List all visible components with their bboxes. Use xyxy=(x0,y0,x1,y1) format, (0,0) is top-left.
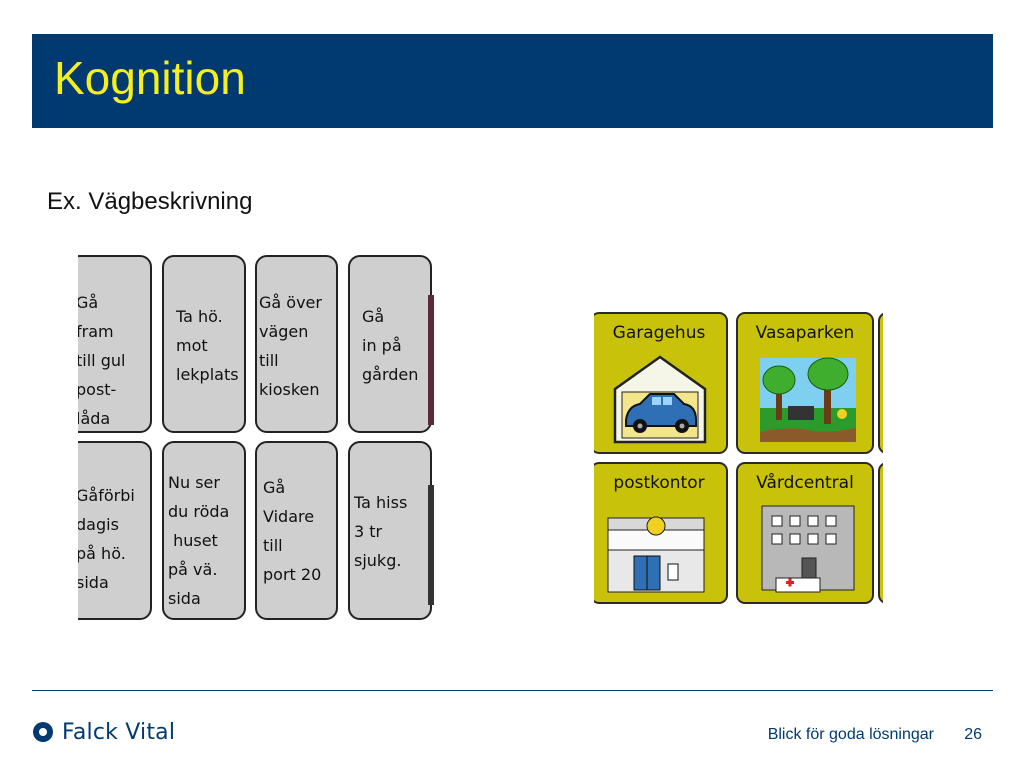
tile-postkontor: postkontor xyxy=(594,462,728,604)
route-card: Gå över vägen till kiosken xyxy=(255,255,338,433)
clipped-card-edge xyxy=(428,295,434,425)
route-card: Gå Vidare till port 20 xyxy=(255,441,338,620)
falck-vital-logo: Falck Vital xyxy=(32,718,175,746)
tile-clipped xyxy=(878,462,883,604)
tile-label: postkontor xyxy=(613,473,705,493)
route-card: Ta hö. mot lekplats xyxy=(162,255,246,433)
clipped-card-edge xyxy=(428,485,434,605)
tile-label: Vasaparken xyxy=(755,323,855,343)
place-tile-grid: Garagehus Vasaparken postk xyxy=(594,312,883,604)
route-card-text: Gå in på gården xyxy=(362,307,419,384)
route-card: Nu ser du röda huset på vä. sida xyxy=(162,441,246,620)
route-card: Ta hiss 3 tr sjukg. xyxy=(348,441,432,620)
route-card-text: Gåförbi dagis på hö. sida xyxy=(78,486,135,592)
park-trees-icon xyxy=(760,357,856,442)
route-card-text: Gå över vägen till kiosken xyxy=(259,293,322,399)
tile-garagehus: Garagehus xyxy=(594,312,728,454)
route-card: Gåförbi dagis på hö. sida xyxy=(78,441,152,620)
post-office-icon xyxy=(607,516,705,593)
footer-tagline: Blick för goda lösningar xyxy=(767,726,934,743)
route-card: Gå in på gården xyxy=(348,255,432,433)
logo-text: Falck Vital xyxy=(62,719,176,745)
route-card-text: Ta hö. mot lekplats xyxy=(176,307,239,384)
tile-vardcentral: Vårdcentral xyxy=(736,462,874,604)
health-center-icon xyxy=(761,505,855,593)
slide-subtitle: Ex. Vägbeskrivning xyxy=(47,188,253,215)
slide-title: Kognition xyxy=(54,52,246,104)
route-card-text: Gå Vidare till port 20 xyxy=(263,478,322,584)
title-bar: Kognition xyxy=(32,34,993,128)
tile-label: Vårdcentral xyxy=(756,473,854,493)
route-card-grid: Gå fram till gul post- låda Ta hö. mot l… xyxy=(78,255,435,620)
route-card-text: Ta hiss 3 tr sjukg. xyxy=(354,493,408,570)
page-number: 26 xyxy=(964,726,982,743)
tile-vasaparken: Vasaparken xyxy=(736,312,874,454)
tile-label: Garagehus xyxy=(612,323,706,343)
footer-divider xyxy=(32,690,993,691)
route-card-text: Nu ser du röda huset på vä. sida xyxy=(168,473,230,608)
route-card-text: Gå fram till gul post- låda xyxy=(78,293,126,428)
tile-clipped xyxy=(878,312,883,454)
route-card: Gå fram till gul post- låda xyxy=(78,255,152,433)
garage-car-icon xyxy=(613,355,707,444)
falck-logo-icon xyxy=(33,722,53,742)
